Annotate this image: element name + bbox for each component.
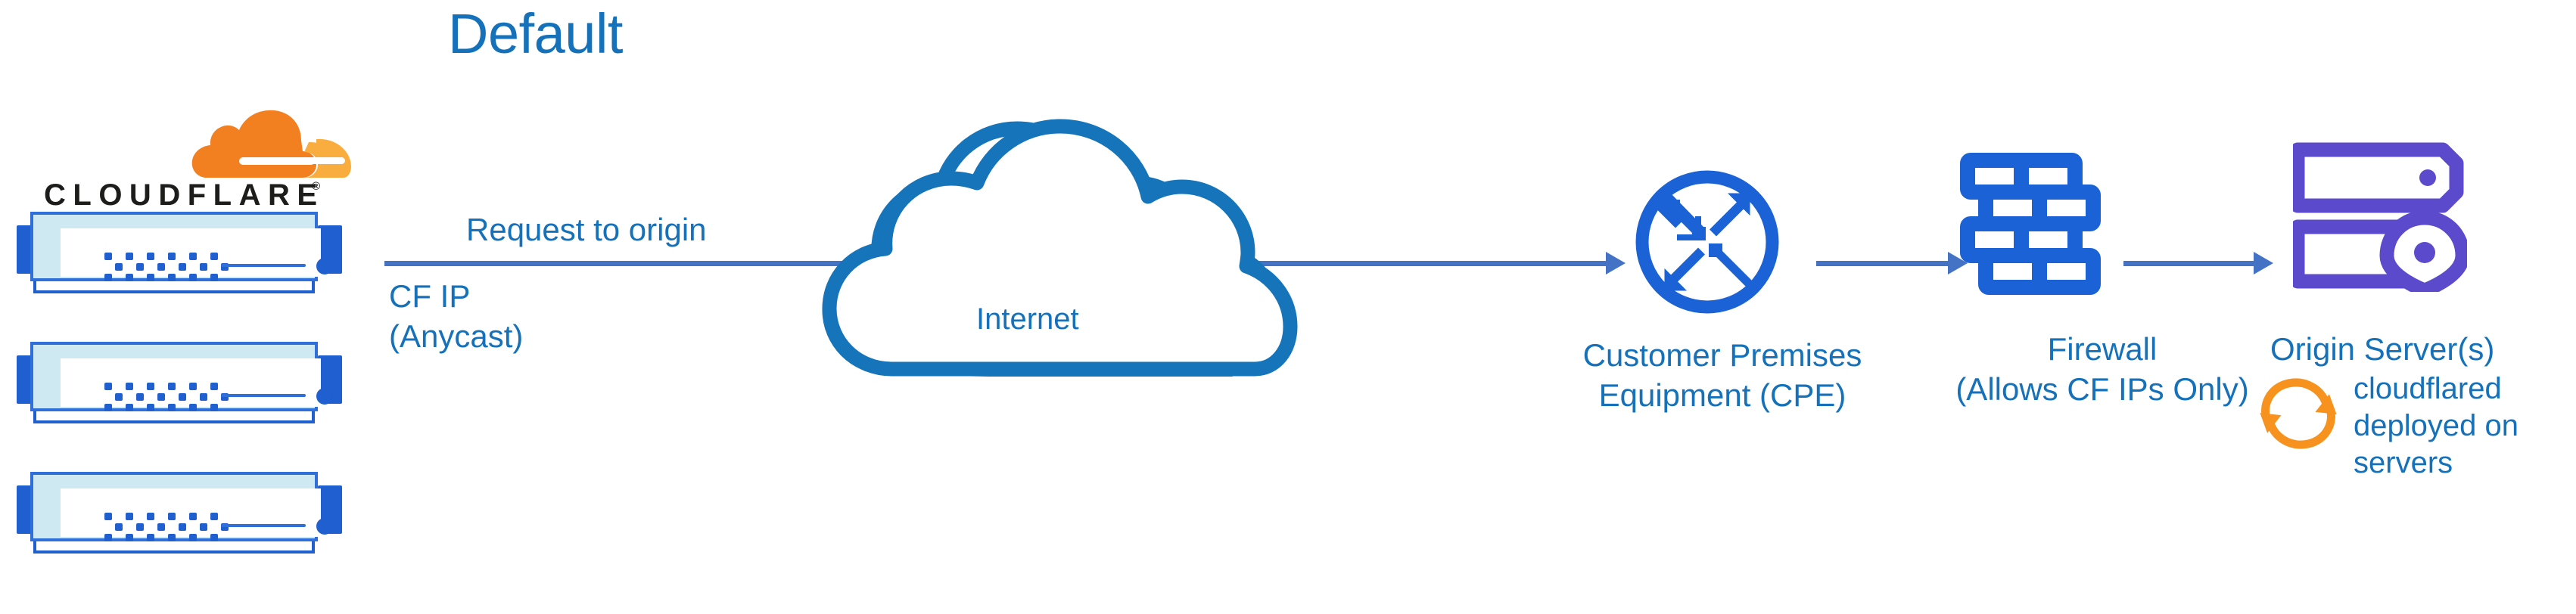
cf-ip-label-line1: CF IP — [389, 278, 471, 314]
diagram-title: Default — [448, 2, 623, 65]
cpe-to-firewall-arrow-line — [1816, 261, 1951, 266]
internet-label: Internet — [976, 302, 1079, 336]
edge-to-cpe-arrow-head — [1606, 252, 1626, 274]
rack-status-line — [221, 394, 306, 397]
rack-status-line — [221, 264, 306, 267]
rack-power-led-icon — [316, 258, 333, 274]
firewall-label-line2: (Allows CF IPs Only) — [1955, 371, 2249, 408]
cloudflare-edge-server-rack — [17, 209, 342, 293]
cloud-outline-icon — [822, 113, 1299, 381]
cloudflared-note: cloudflared deployed on servers — [2354, 372, 2518, 479]
cf-ip-anycast-label: CF IP (Anycast) — [389, 278, 523, 354]
cpe-label-line1: Customer Premises — [1582, 337, 1862, 373]
rack-chassis — [30, 472, 333, 541]
rack-front-panel — [61, 358, 333, 411]
rack-front-panel — [61, 488, 333, 541]
brick-wall-icon — [1958, 151, 2110, 304]
rack-power-led-icon — [316, 388, 333, 405]
cloudflare-cloud-icon — [176, 104, 357, 186]
cloudflare-edge-server-rack — [17, 339, 342, 423]
firewall-label: Firewall (Allows CF IPs Only) — [1906, 331, 2299, 407]
rack-chassis — [30, 212, 333, 281]
firewall-to-origin-arrow-head — [2254, 252, 2273, 274]
cloudflared-note-line1: cloudflared — [2354, 372, 2502, 405]
cloudflare-wordmark: CLOUDFLARE — [44, 178, 325, 212]
registered-trademark-icon: ® — [312, 180, 321, 193]
cloudflared-note-line2: deployed on — [2354, 408, 2518, 442]
server-stack-location-pin-icon — [2290, 142, 2470, 298]
cloudflare-edge-server-rack — [17, 469, 342, 554]
origin-server-label: Origin Server(s) — [2270, 331, 2495, 367]
request-to-origin-label: Request to origin — [466, 212, 707, 247]
rack-front-panel — [61, 228, 333, 281]
firewall-to-origin-arrow-line — [2123, 261, 2257, 266]
sync-arrows-icon — [2254, 377, 2343, 451]
cf-ip-label-line2: (Anycast) — [389, 318, 524, 355]
rack-chassis — [30, 342, 333, 411]
rack-status-line — [221, 524, 306, 527]
cpe-label-line2: Equipment (CPE) — [1598, 377, 1846, 414]
cloudflared-note-line3: servers — [2354, 445, 2453, 479]
rack-power-led-icon — [316, 518, 333, 535]
firewall-label-line1: Firewall — [2047, 331, 2158, 367]
cpe-label: Customer Premises Equipment (CPE) — [1563, 337, 1881, 413]
router-four-arrows-icon — [1633, 168, 1781, 316]
